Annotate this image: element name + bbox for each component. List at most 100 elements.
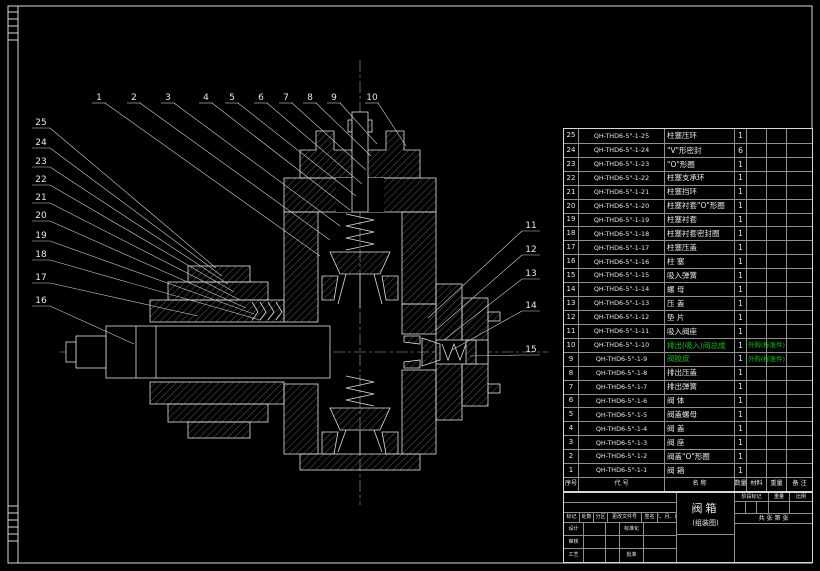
cell-qty: 1	[734, 269, 746, 283]
header-cell: 备 注	[786, 478, 812, 491]
callout-number: 13	[525, 269, 536, 279]
cell-no: 15	[566, 271, 576, 280]
cell-weight-unit	[766, 157, 786, 171]
cell-name: 柱塞衬套	[664, 213, 734, 227]
cell-weight-unit	[766, 269, 786, 283]
cell-code: QH-THD6-5"-1-15	[578, 269, 664, 283]
cell-qty: 1	[734, 408, 746, 422]
cell-weight-unit	[766, 143, 786, 157]
cell-note	[746, 324, 766, 338]
cell-no: 7	[568, 382, 574, 391]
cell-note	[746, 394, 766, 408]
cell-weight-total	[786, 450, 812, 464]
role-label	[620, 536, 644, 548]
role-row: 工艺 批准	[564, 549, 676, 562]
cell-weight-total	[786, 185, 812, 199]
cell-weight-total	[786, 436, 812, 450]
cell-qty: 1	[734, 241, 746, 255]
cell-no: 11	[566, 326, 576, 335]
header-cell: 材料	[746, 478, 766, 491]
cell-qty: 1	[734, 297, 746, 310]
cell-weight-total	[786, 157, 812, 171]
cell-name: 压 盖	[664, 297, 734, 310]
cell-note	[746, 213, 766, 227]
cell-code: QH-THD6-5"-1-18	[578, 227, 664, 241]
revision-header-cell: 分区	[594, 513, 608, 522]
cell-note	[746, 283, 766, 297]
cell-note	[746, 408, 766, 422]
cell-note	[746, 310, 766, 324]
cell-note	[746, 185, 766, 199]
cell-no: 2	[568, 452, 574, 461]
cell-code: QH-THD6-5"-1-23	[578, 157, 664, 171]
cell-weight-unit	[766, 450, 786, 464]
cell-note	[746, 143, 766, 157]
callout-number: 23	[35, 157, 46, 167]
cell-weight-unit	[766, 310, 786, 324]
side-seat	[403, 335, 421, 345]
cell-note	[746, 129, 766, 143]
cell-code: QH-THD6-5"-1-19	[578, 213, 664, 227]
cell-weight-total	[786, 269, 812, 283]
cell-weight-unit	[766, 464, 786, 478]
cell-qty: 1	[734, 324, 746, 338]
cell-qty: 1	[734, 185, 746, 199]
cell-no: 3	[568, 438, 574, 447]
title-block-stage-area: 阶段标记 重量 比例 共 张 第 张	[735, 493, 812, 562]
cell-no: 18	[566, 229, 576, 238]
callout-number: 18	[35, 250, 47, 260]
weight-label: 重量	[769, 493, 790, 501]
cell-no: 10	[566, 340, 576, 349]
callout-number: 14	[525, 301, 537, 311]
cell-qty: 1	[734, 157, 746, 171]
cell-code: QH-THD6-5"-1-24	[578, 143, 664, 157]
cell-qty: 1	[734, 366, 746, 380]
cell-qty: 1	[734, 255, 746, 269]
cell-name: 阀胶皮	[664, 352, 734, 366]
flange-bolt	[487, 311, 501, 322]
callout-number: 5	[229, 93, 235, 103]
cell-weight-total	[786, 255, 812, 269]
cell-no: 12	[566, 312, 576, 321]
cell-name: 阀 体	[664, 394, 734, 408]
discharge-valve	[329, 251, 391, 275]
role-label: 工艺	[564, 549, 584, 562]
role-label: 批准	[620, 549, 644, 562]
callout-number: 17	[35, 273, 46, 283]
stage-label: 阶段标记	[735, 493, 769, 501]
cell-note: 外购(标准件)	[746, 338, 785, 352]
v-packing	[251, 301, 259, 321]
side-valve	[421, 337, 441, 367]
callout-number: 15	[525, 345, 536, 355]
callout-number: 1	[96, 93, 102, 103]
drawing-subtitle: (组装图)	[692, 518, 719, 527]
cell-weight-unit	[766, 297, 786, 310]
cell-note	[746, 464, 766, 478]
cell-code: QH-THD6-5"-1-2	[578, 450, 664, 464]
cell-note	[746, 171, 766, 185]
cell-no: 23	[566, 159, 576, 168]
cell-weight-total	[786, 422, 812, 436]
suction-seat	[321, 431, 339, 455]
cell-code: QH-THD6-5"-1-5	[578, 408, 664, 422]
cell-no: 21	[566, 187, 576, 196]
cell-weight-total	[786, 366, 812, 380]
header-cell: 名 称	[664, 478, 734, 491]
suction-valve	[329, 407, 391, 431]
cell-weight-unit	[766, 380, 786, 394]
table-header-row: 序号代 号名 称数量材料重量备 注	[564, 477, 812, 491]
cell-no: 22	[566, 173, 576, 182]
cell-code: QH-THD6-5"-1-16	[578, 255, 664, 269]
cell-weight-total	[786, 408, 812, 422]
cell-weight-unit	[766, 255, 786, 269]
cell-note	[746, 422, 766, 436]
body-right-wall	[401, 211, 437, 305]
cell-qty: 1	[734, 338, 746, 352]
